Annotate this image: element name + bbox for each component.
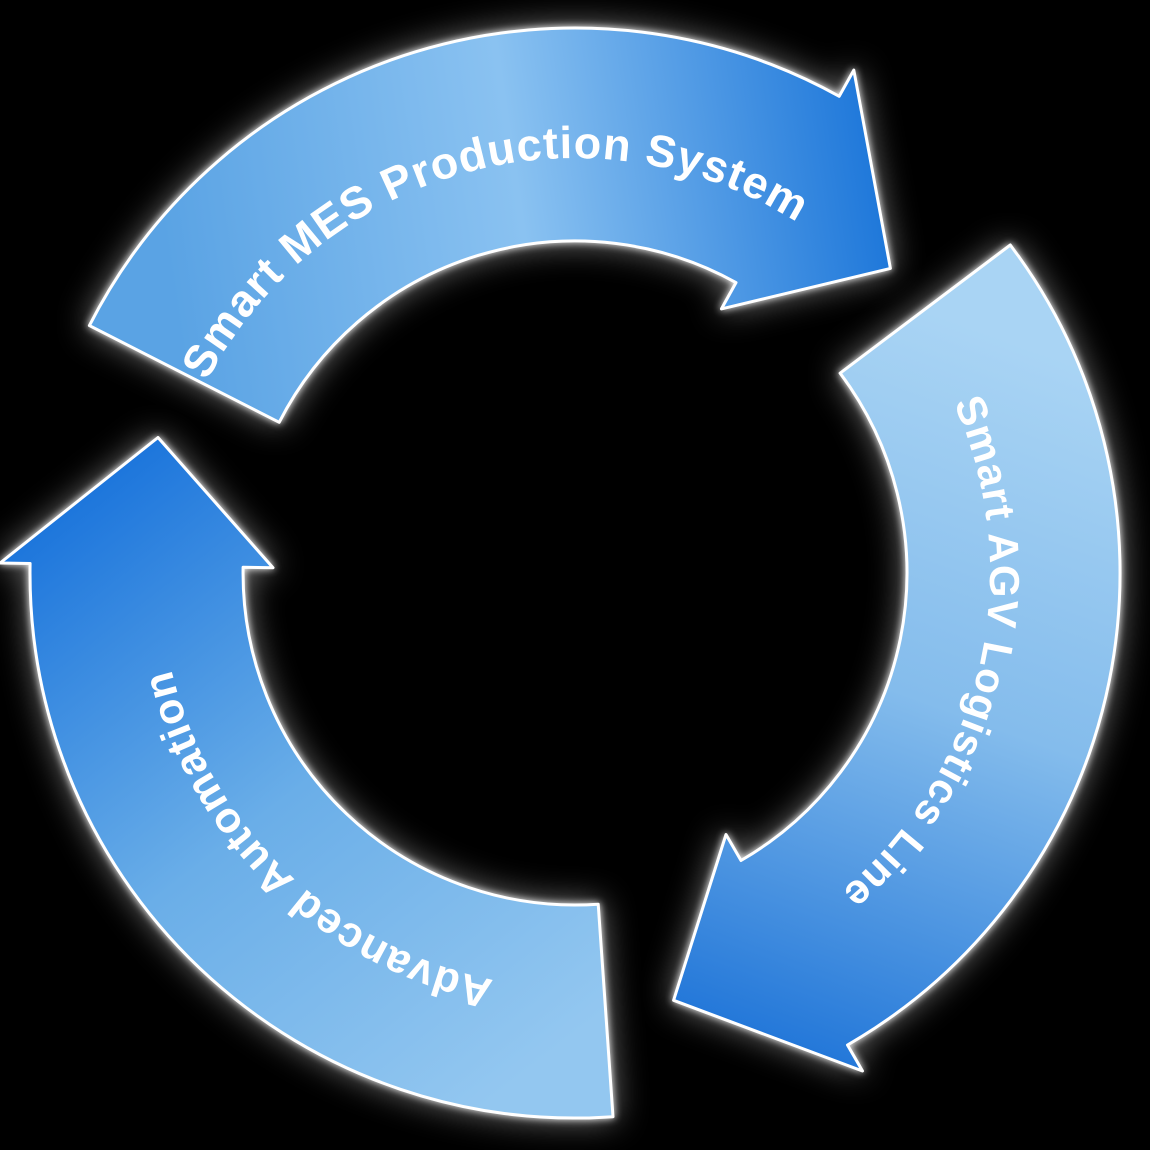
arrow-segment-automation: [0, 436, 615, 1120]
arrows-layer: [0, 26, 1122, 1120]
arrow-segment-agv: [672, 243, 1122, 1073]
arrow-segment-mes: [87, 26, 892, 424]
